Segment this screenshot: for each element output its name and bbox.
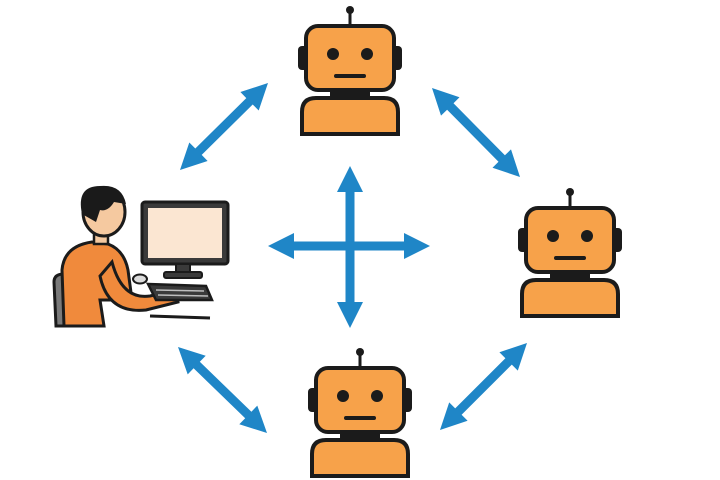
robot-bottom — [306, 346, 414, 478]
arrow-robot-top-right — [432, 88, 520, 177]
human-at-computer — [52, 185, 230, 328]
monitor — [140, 200, 230, 279]
person-hair — [80, 185, 126, 222]
monitor-screen — [148, 208, 222, 258]
connection-arrows — [178, 83, 527, 433]
arrow-robot-bottom-human — [178, 347, 267, 433]
arrow-human-robot-top — [180, 83, 268, 170]
robot-top — [296, 4, 404, 136]
robot-right — [516, 186, 624, 318]
arrow-robot-right-bottom — [440, 343, 527, 430]
mouse — [132, 273, 148, 285]
keyboard — [145, 282, 214, 302]
desk — [149, 314, 211, 320]
center-arrow-horizontal — [268, 233, 430, 259]
